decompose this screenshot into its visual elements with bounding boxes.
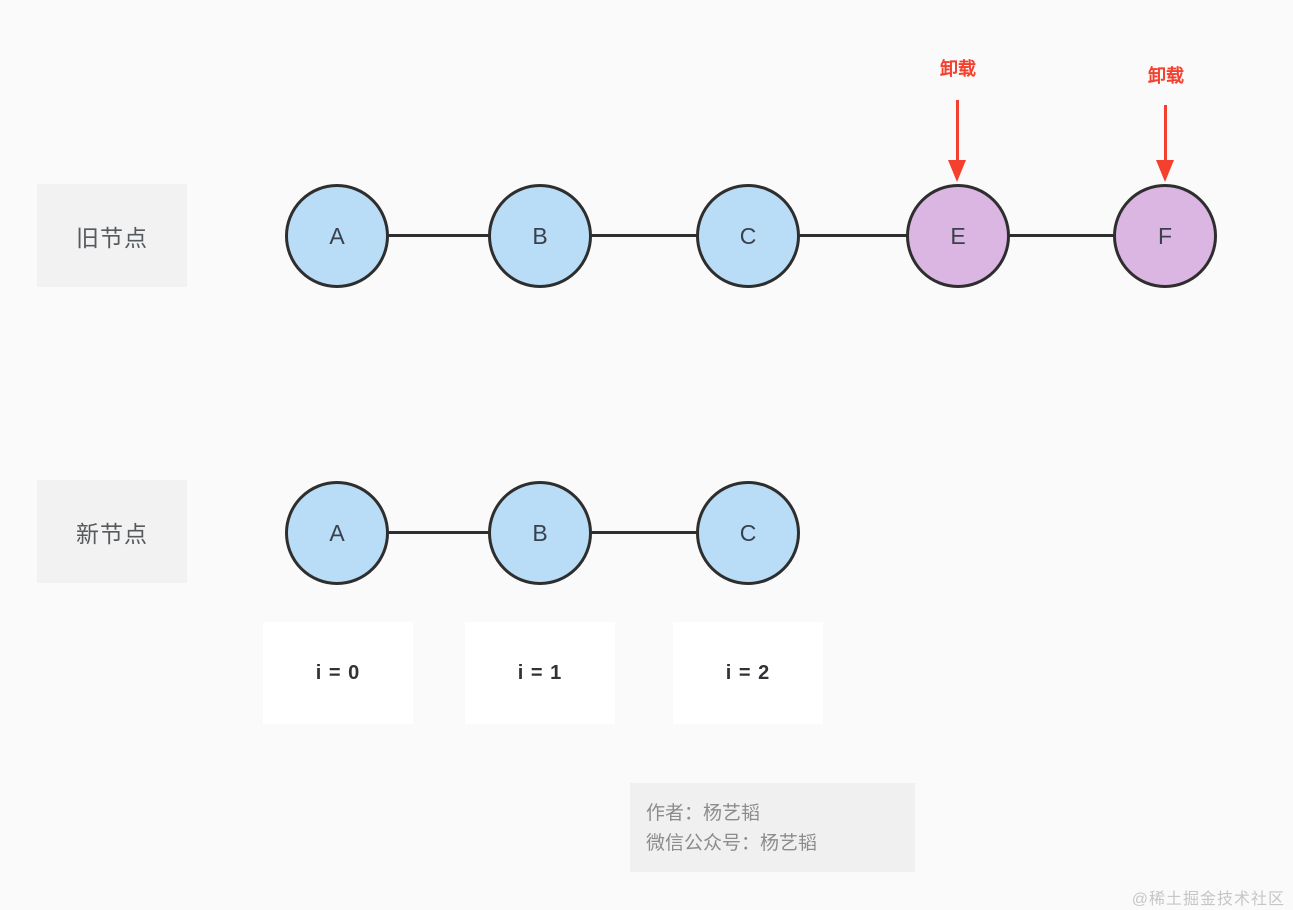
old-node-F: F xyxy=(1113,184,1217,288)
connector-line xyxy=(748,234,958,237)
new-node-C: C xyxy=(696,481,800,585)
new-row-label: 新节点 xyxy=(37,480,187,583)
index-label-1: i = 1 xyxy=(465,622,615,724)
connector-line xyxy=(337,234,540,237)
old-node-A: A xyxy=(285,184,389,288)
new-node-B: B xyxy=(488,481,592,585)
old-row-label: 旧节点 xyxy=(37,184,187,287)
unmount-label-E: 卸载 xyxy=(940,59,976,79)
watermark: @稀土掘金技术社区 xyxy=(1131,891,1285,908)
connector-line xyxy=(958,234,1165,237)
unmount-label-F: 卸载 xyxy=(1148,66,1184,86)
index-label-2: i = 2 xyxy=(673,622,823,724)
connector-line xyxy=(337,531,540,534)
author-line: 作者：杨艺韬 xyxy=(646,803,761,824)
down-arrow-head-icon xyxy=(948,160,966,182)
index-label-0: i = 0 xyxy=(263,622,413,724)
down-arrow-shaft xyxy=(1164,105,1167,162)
connector-line xyxy=(540,234,748,237)
old-node-B: B xyxy=(488,184,592,288)
wechat-line: 微信公众号：杨艺韬 xyxy=(646,833,818,854)
author-box: 作者：杨艺韬 微信公众号：杨艺韬 xyxy=(630,783,915,872)
connector-line xyxy=(540,531,748,534)
down-arrow-shaft xyxy=(956,100,959,162)
old-node-E: E xyxy=(906,184,1010,288)
old-node-C: C xyxy=(696,184,800,288)
down-arrow-head-icon xyxy=(1156,160,1174,182)
new-node-A: A xyxy=(285,481,389,585)
